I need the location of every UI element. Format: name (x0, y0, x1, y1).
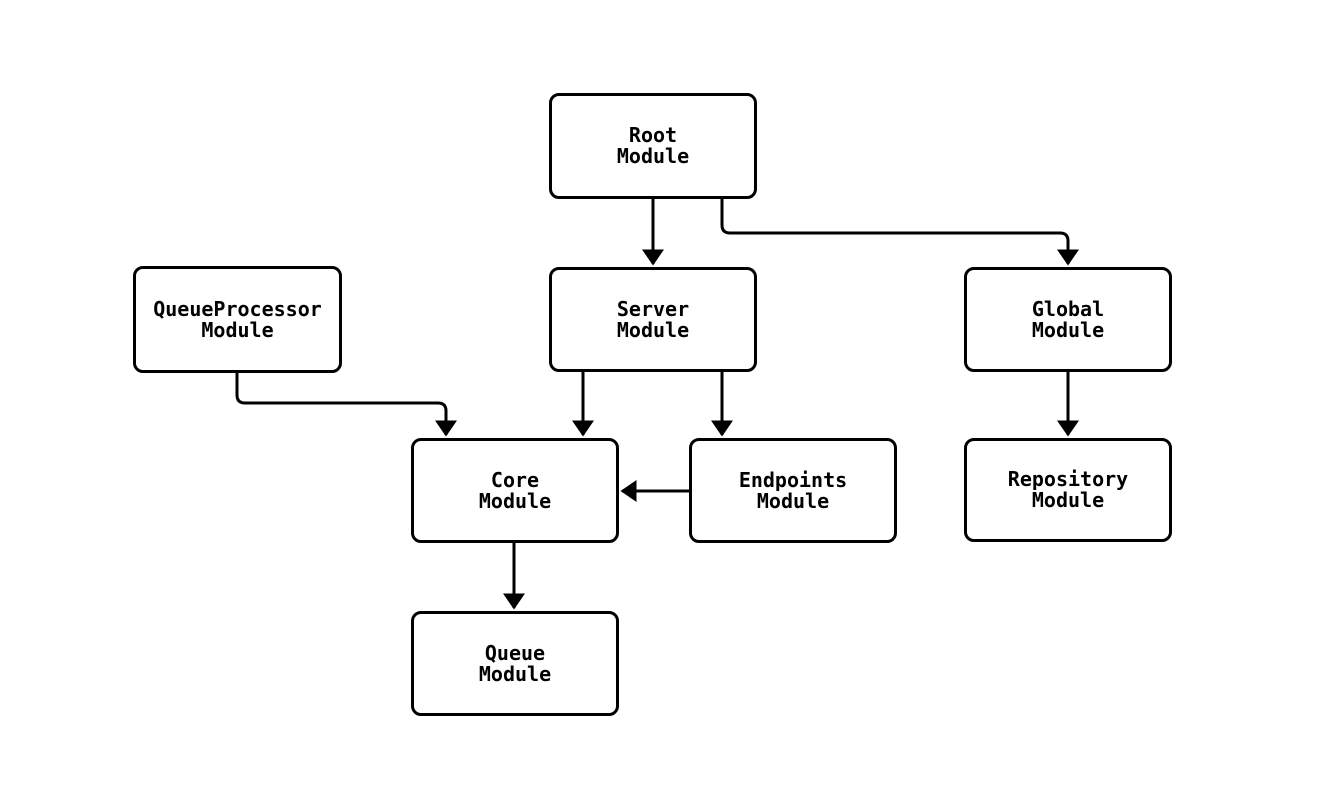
node-label: Server Module (616, 296, 690, 342)
node-global: Global Module (964, 267, 1172, 372)
node-label: Queue Module (478, 640, 552, 686)
node-queueprocessor: QueueProcessor Module (133, 266, 342, 373)
node-label: Global Module (1031, 296, 1105, 342)
node-label: Root Module (616, 123, 690, 168)
node-label: Endpoints Module (738, 467, 848, 513)
node-repository: Repository Module (964, 438, 1172, 542)
node-server: Server Module (549, 267, 757, 372)
node-endpoints: Endpoints Module (689, 438, 897, 543)
edge-queueprocessor-core (235, 373, 457, 437)
node-core: Core Module (411, 438, 619, 543)
node-label: QueueProcessor Module (153, 296, 322, 342)
edges-group (235, 199, 1079, 610)
node-queue: Queue Module (411, 611, 619, 716)
node-label: Core Module (478, 467, 552, 513)
edge-root-global (720, 199, 1079, 266)
node-label: Repository Module (1007, 467, 1129, 512)
node-root: Root Module (549, 93, 757, 199)
